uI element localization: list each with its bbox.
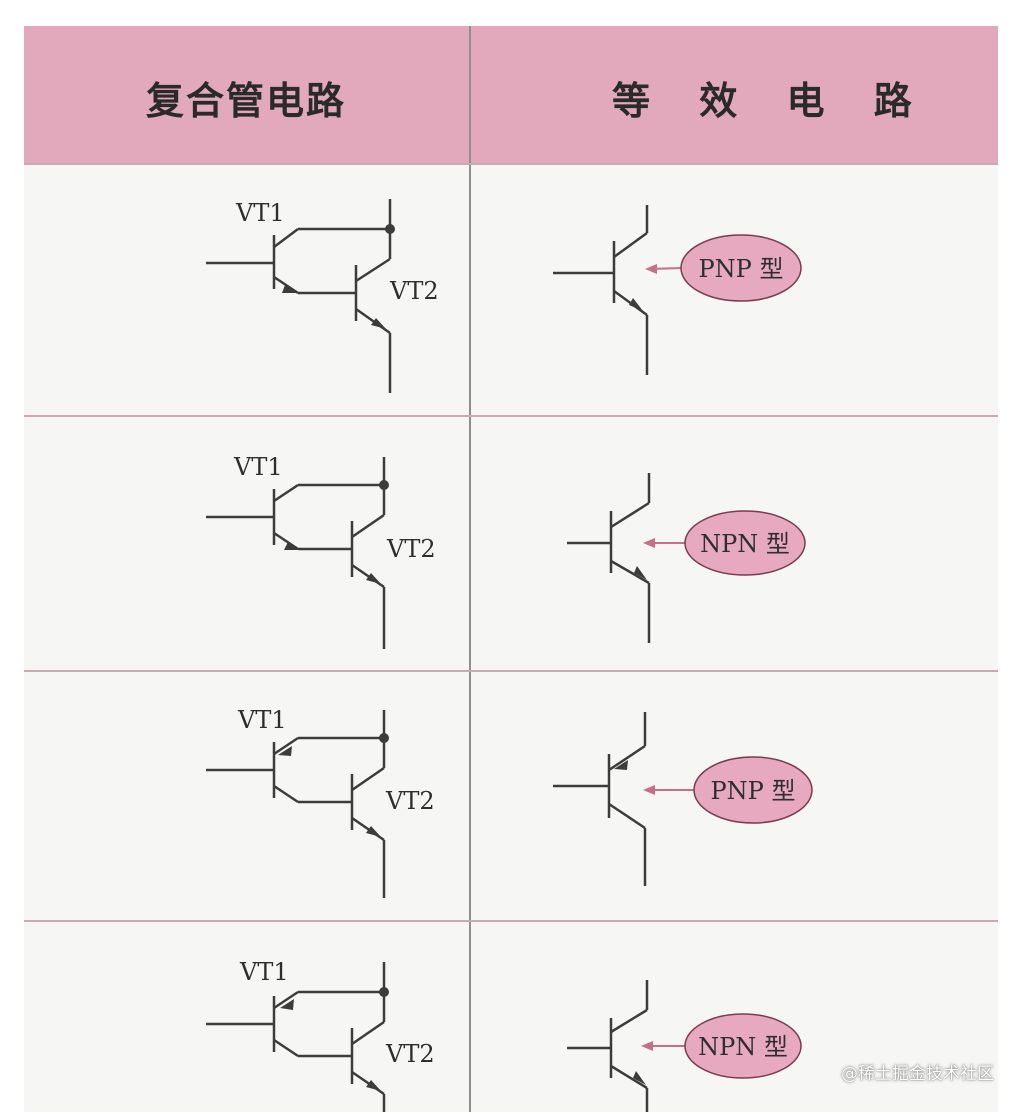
vt2-label: VT2 [385,787,435,815]
equivalent-circuit-2: NPN 型 [471,417,998,670]
equivalent-circuit-1: PNP 型 [471,165,998,415]
equivalent-circuit-3: PNP 型 [471,672,998,920]
vt1-label: VT1 [239,958,289,986]
type-label: PNP 型 [711,777,796,805]
type-ellipse [693,756,813,824]
header-equivalent-circuit: 等 效 电 路 [612,79,930,123]
vt1-label: VT1 [237,706,287,734]
compound-circuit-2: VT1 VT2 [24,417,469,670]
compound-circuit-1: VT1 VT2 [24,165,469,415]
type-ellipse [684,510,806,576]
column-divider [469,26,471,1112]
vt2-label: VT2 [386,535,436,563]
header-compound-circuit: 复合管电路 [146,79,347,123]
vt1-label: VT1 [235,199,285,227]
table-header: 复合管电路 等 效 电 路 [24,26,998,163]
type-label: NPN 型 [698,1033,788,1061]
compound-circuit-3: VT1 VT2 [24,672,469,920]
watermark: @稀土掘金技术社区 [841,1064,994,1084]
vt2-label: VT2 [385,1040,435,1068]
type-label: NPN 型 [700,530,790,558]
row-divider [24,163,998,165]
type-ellipse [680,234,802,302]
type-ellipse [684,1013,802,1079]
type-label: PNP 型 [699,255,784,283]
row-divider [24,415,998,417]
compound-transistor-table: 复合管电路 等 效 电 路 VT1 V [24,26,998,1112]
equivalent-circuit-4: NPN 型 [471,922,998,1112]
vt1-label: VT1 [233,453,283,481]
row-divider [24,670,998,672]
row-divider [24,920,998,922]
vt2-label: VT2 [389,277,439,305]
compound-circuit-4: VT1 VT2 [24,922,469,1112]
